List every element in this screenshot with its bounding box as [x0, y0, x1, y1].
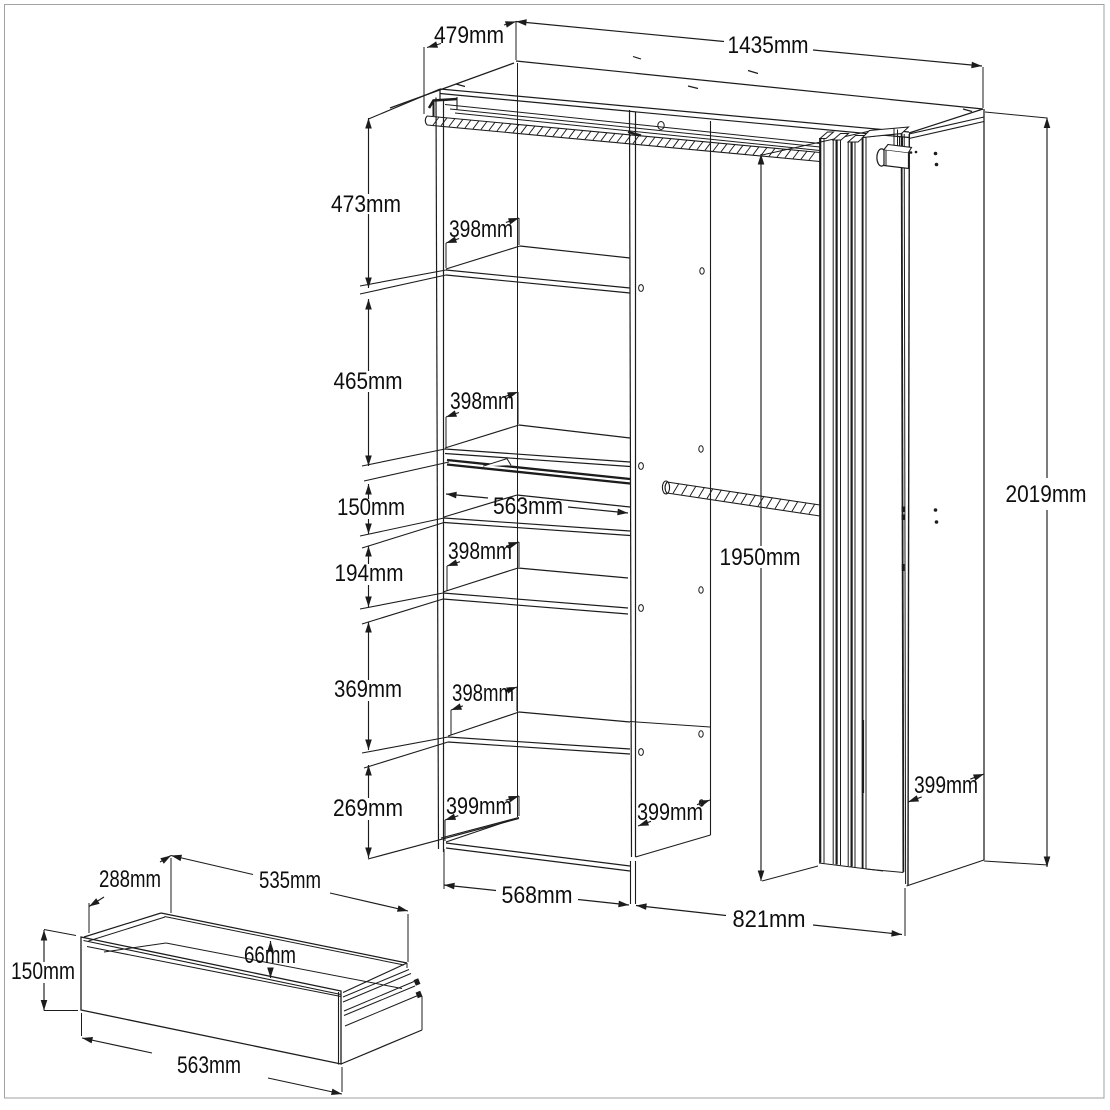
- svg-text:2019mm: 2019mm: [1006, 481, 1087, 508]
- svg-text:269mm: 269mm: [333, 795, 403, 822]
- svg-text:369mm: 369mm: [334, 676, 402, 703]
- svg-text:399mm: 399mm: [446, 793, 512, 820]
- svg-text:399mm: 399mm: [914, 772, 978, 799]
- svg-text:465mm: 465mm: [334, 368, 403, 395]
- svg-text:194mm: 194mm: [335, 560, 404, 587]
- svg-text:1950mm: 1950mm: [720, 544, 801, 571]
- svg-text:66mm: 66mm: [244, 942, 296, 969]
- svg-text:398mm: 398mm: [450, 388, 514, 415]
- svg-text:150mm: 150mm: [11, 958, 75, 985]
- svg-text:398mm: 398mm: [452, 680, 514, 707]
- svg-text:563mm: 563mm: [177, 1052, 241, 1079]
- svg-text:1435mm: 1435mm: [728, 32, 809, 59]
- svg-text:568mm: 568mm: [502, 882, 573, 909]
- svg-text:563mm: 563mm: [493, 493, 563, 520]
- svg-text:398mm: 398mm: [448, 538, 512, 565]
- svg-text:535mm: 535mm: [259, 867, 321, 894]
- svg-text:288mm: 288mm: [99, 866, 161, 893]
- svg-text:473mm: 473mm: [331, 191, 401, 218]
- svg-text:479mm: 479mm: [434, 22, 504, 49]
- svg-text:399mm: 399mm: [637, 799, 703, 826]
- svg-text:821mm: 821mm: [733, 906, 806, 933]
- svg-text:150mm: 150mm: [337, 494, 405, 521]
- svg-text:398mm: 398mm: [449, 216, 513, 243]
